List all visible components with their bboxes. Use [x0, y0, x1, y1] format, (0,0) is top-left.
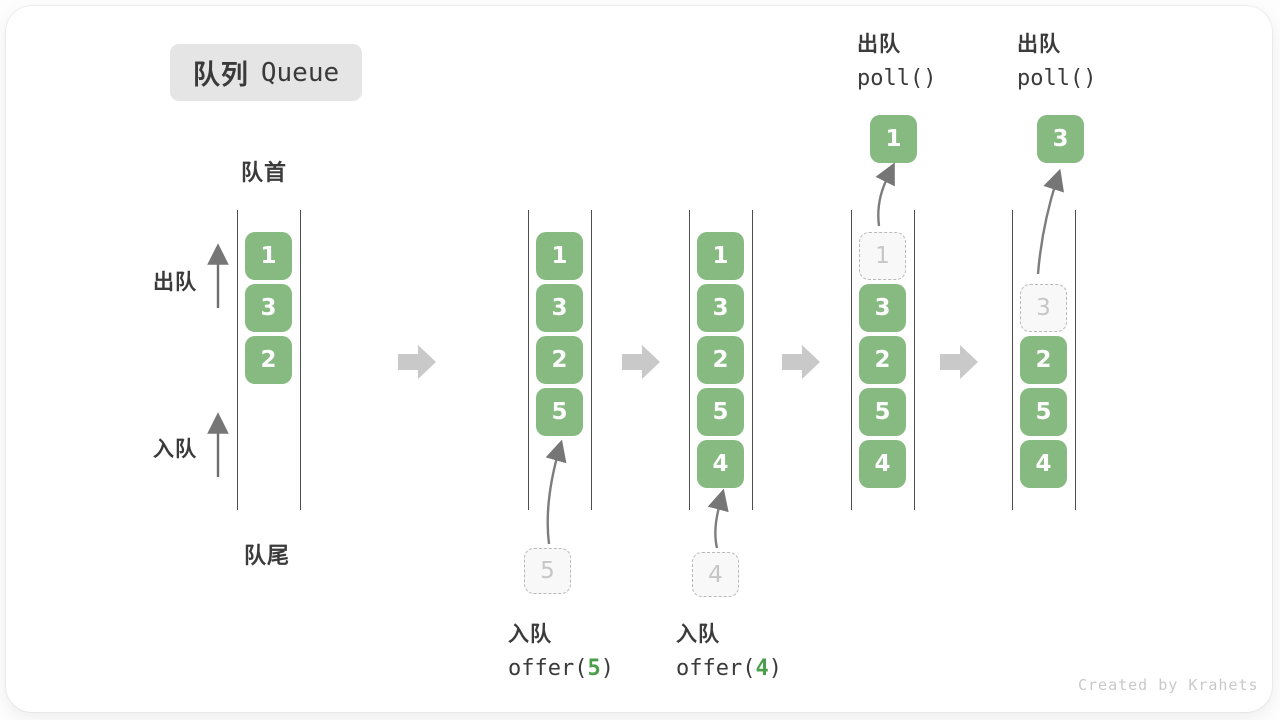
dequeue-annotation-code: poll()	[857, 66, 937, 91]
diagram-title: 队列 Queue	[170, 44, 362, 101]
watermark: Created by Krahets	[1078, 676, 1259, 694]
queue-item: 2	[536, 336, 583, 384]
enqueue-side-label: 入队	[153, 438, 197, 461]
queue-item-ghost: 3	[1020, 284, 1067, 332]
queue-item: 1	[245, 232, 292, 280]
queue-channel-state5	[1012, 210, 1076, 510]
queue-item: 5	[1020, 388, 1067, 436]
incoming-item: 5	[524, 548, 571, 594]
dequeue-side-label: 出队	[153, 271, 197, 294]
queue-item: 3	[859, 284, 906, 332]
step-arrow-icon	[398, 345, 436, 379]
queue-item-ghost: 1	[859, 232, 906, 280]
dequeue-annotation: 出队 poll()	[1017, 28, 1096, 91]
queue-item: 3	[536, 284, 583, 332]
queue-item: 5	[697, 388, 744, 436]
queue-item: 4	[859, 440, 906, 488]
queue-item: 2	[859, 336, 906, 384]
queue-channel-state3	[689, 210, 753, 510]
step-arrow-icon	[622, 345, 660, 379]
queue-item: 4	[1020, 440, 1067, 488]
polled-item: 1	[870, 115, 917, 163]
queue-item: 1	[536, 232, 583, 280]
dequeue-annotation-code: poll()	[1017, 66, 1097, 91]
enqueue-annotation: 入队 offer(4)	[676, 618, 782, 681]
queue-item: 3	[697, 284, 744, 332]
title-en: Queue	[260, 57, 340, 88]
queue-item: 2	[1020, 336, 1067, 384]
enqueue-annotation-label: 入队	[676, 623, 720, 646]
dequeue-annotation-label: 出队	[1017, 33, 1061, 56]
queue-channel-state2	[528, 210, 592, 510]
queue-item: 4	[697, 440, 744, 488]
queue-item: 3	[245, 284, 292, 332]
queue-item: 1	[697, 232, 744, 280]
queue-channel-state1	[237, 210, 301, 510]
queue-channel-state4	[851, 210, 915, 510]
dequeue-annotation: 出队 poll()	[857, 28, 936, 91]
incoming-item: 4	[692, 552, 739, 597]
enqueue-annotation: 入队 offer(5)	[508, 618, 614, 681]
enqueue-annotation-code: offer(5)	[508, 656, 614, 681]
title-zh: 队列	[192, 60, 249, 90]
dequeue-annotation-label: 出队	[857, 33, 901, 56]
step-arrow-icon	[940, 345, 978, 379]
queue-item: 2	[245, 336, 292, 384]
enqueue-annotation-code: offer(4)	[676, 656, 782, 681]
queue-rear-label: 队尾	[244, 543, 291, 568]
queue-front-label: 队首	[241, 160, 288, 185]
queue-item: 5	[859, 388, 906, 436]
queue-item: 2	[697, 336, 744, 384]
enqueue-annotation-label: 入队	[508, 623, 552, 646]
queue-item: 5	[536, 388, 583, 436]
polled-item: 3	[1037, 115, 1084, 163]
step-arrow-icon	[782, 345, 820, 379]
